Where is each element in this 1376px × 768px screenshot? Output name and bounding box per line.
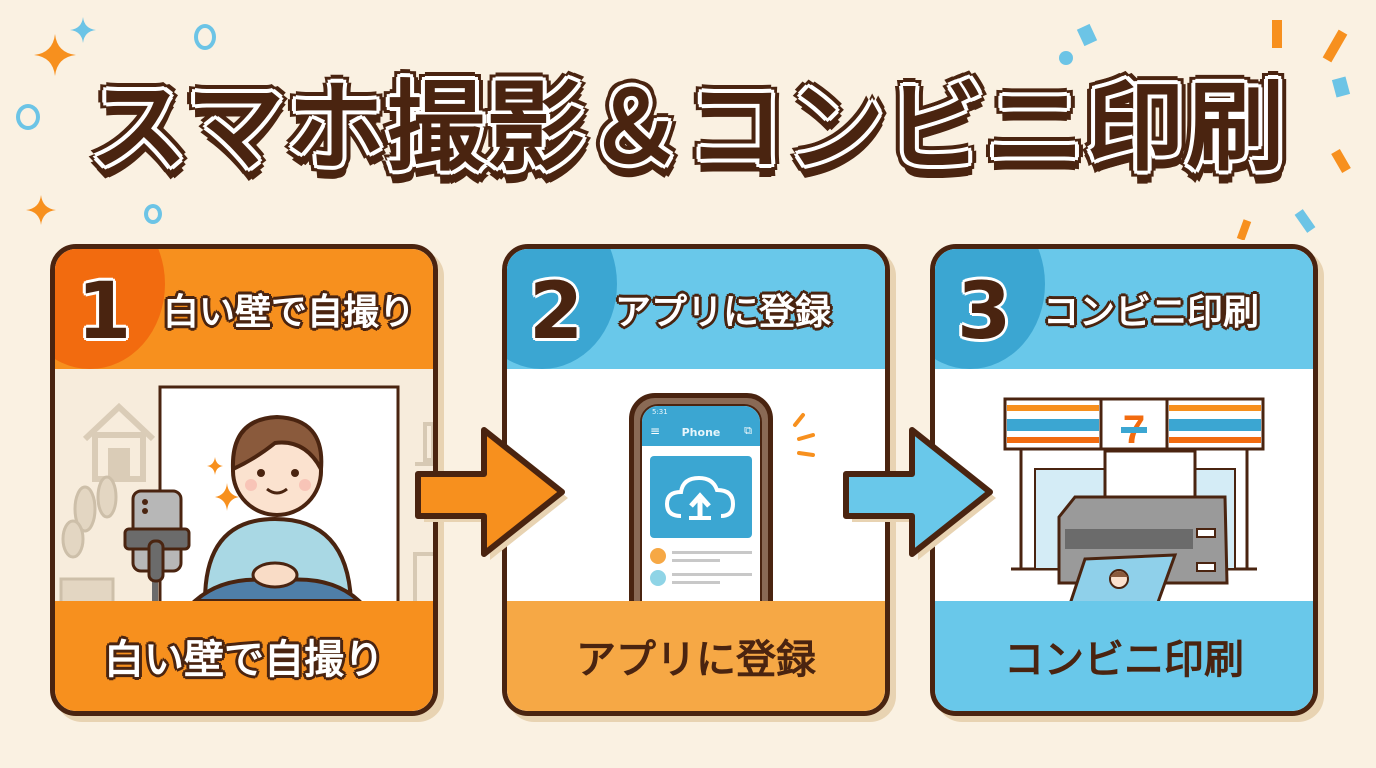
step-header-label: アプリに登録: [615, 292, 832, 333]
sparkle-icon: [26, 195, 56, 225]
step-footer-label: 白い壁で自撮り: [104, 637, 384, 683]
step-header: 1 白い壁で自撮り: [55, 249, 433, 369]
step-number: 1: [77, 267, 132, 357]
house-icon: [82, 402, 156, 482]
plant-icon: [59, 475, 118, 611]
list-item: [650, 570, 752, 586]
status-time: 5:31: [652, 408, 668, 416]
app-header: 5:31 ≡ Phone ⧉: [642, 406, 760, 446]
edit-icon[interactable]: ⧉: [744, 424, 752, 437]
motion-lines-icon: [793, 413, 815, 457]
confetti-icon: [1059, 20, 1351, 240]
ring-decoration: [144, 204, 162, 224]
step-illustration: [55, 369, 433, 616]
step-footer: アプリに登録: [507, 601, 885, 711]
app-title: Phone: [681, 426, 721, 439]
sparkle-icon: [207, 457, 239, 511]
list-item: [650, 548, 752, 564]
step-header: 2 アプリに登録: [507, 249, 885, 369]
step-card-2: 2 アプリに登録 5:31 ≡ Phone ⧉: [502, 244, 890, 716]
smartphone: 5:31 ≡ Phone ⧉: [629, 393, 773, 631]
menu-icon[interactable]: ≡: [650, 424, 661, 438]
page-title: スマホ撮影＆コンビニ印刷: [89, 71, 1287, 185]
step-illustration: 7: [935, 369, 1313, 609]
printed-photo-icon: [1066, 553, 1178, 609]
sparkle-icon: [34, 34, 76, 76]
step-footer-label: アプリに登録: [576, 637, 816, 683]
step-footer-label: コンビニ印刷: [1004, 637, 1244, 683]
step-header: 3 コンビニ印刷: [935, 249, 1313, 369]
step-footer: コンビニ印刷: [935, 601, 1313, 711]
step-header-label: コンビニ印刷: [1043, 292, 1260, 333]
convenience-store-printer-illustration: 7: [1003, 397, 1265, 609]
step-card-1: 1 白い壁で自撮り: [50, 244, 438, 716]
person-icon: [189, 414, 365, 603]
sparkle-icon: [70, 17, 96, 43]
cloud-upload-icon: [664, 475, 736, 520]
step-number: 3: [957, 267, 1012, 357]
step-footer: 白い壁で自撮り: [55, 601, 433, 711]
upload-panel[interactable]: [650, 456, 752, 538]
arrow-right-icon: [415, 427, 568, 560]
phone-tripod-icon: [123, 489, 191, 609]
selfie-illustration: [59, 385, 433, 616]
store-sign-icon: 7: [1003, 397, 1265, 452]
arrow-right-icon: [843, 427, 996, 560]
ring-decoration: [16, 104, 40, 130]
ring-decoration: [194, 24, 216, 50]
step-illustration: 5:31 ≡ Phone ⧉: [507, 369, 885, 631]
step-number: 2: [529, 267, 584, 357]
step-header-label: 白い壁で自撮り: [163, 292, 416, 333]
